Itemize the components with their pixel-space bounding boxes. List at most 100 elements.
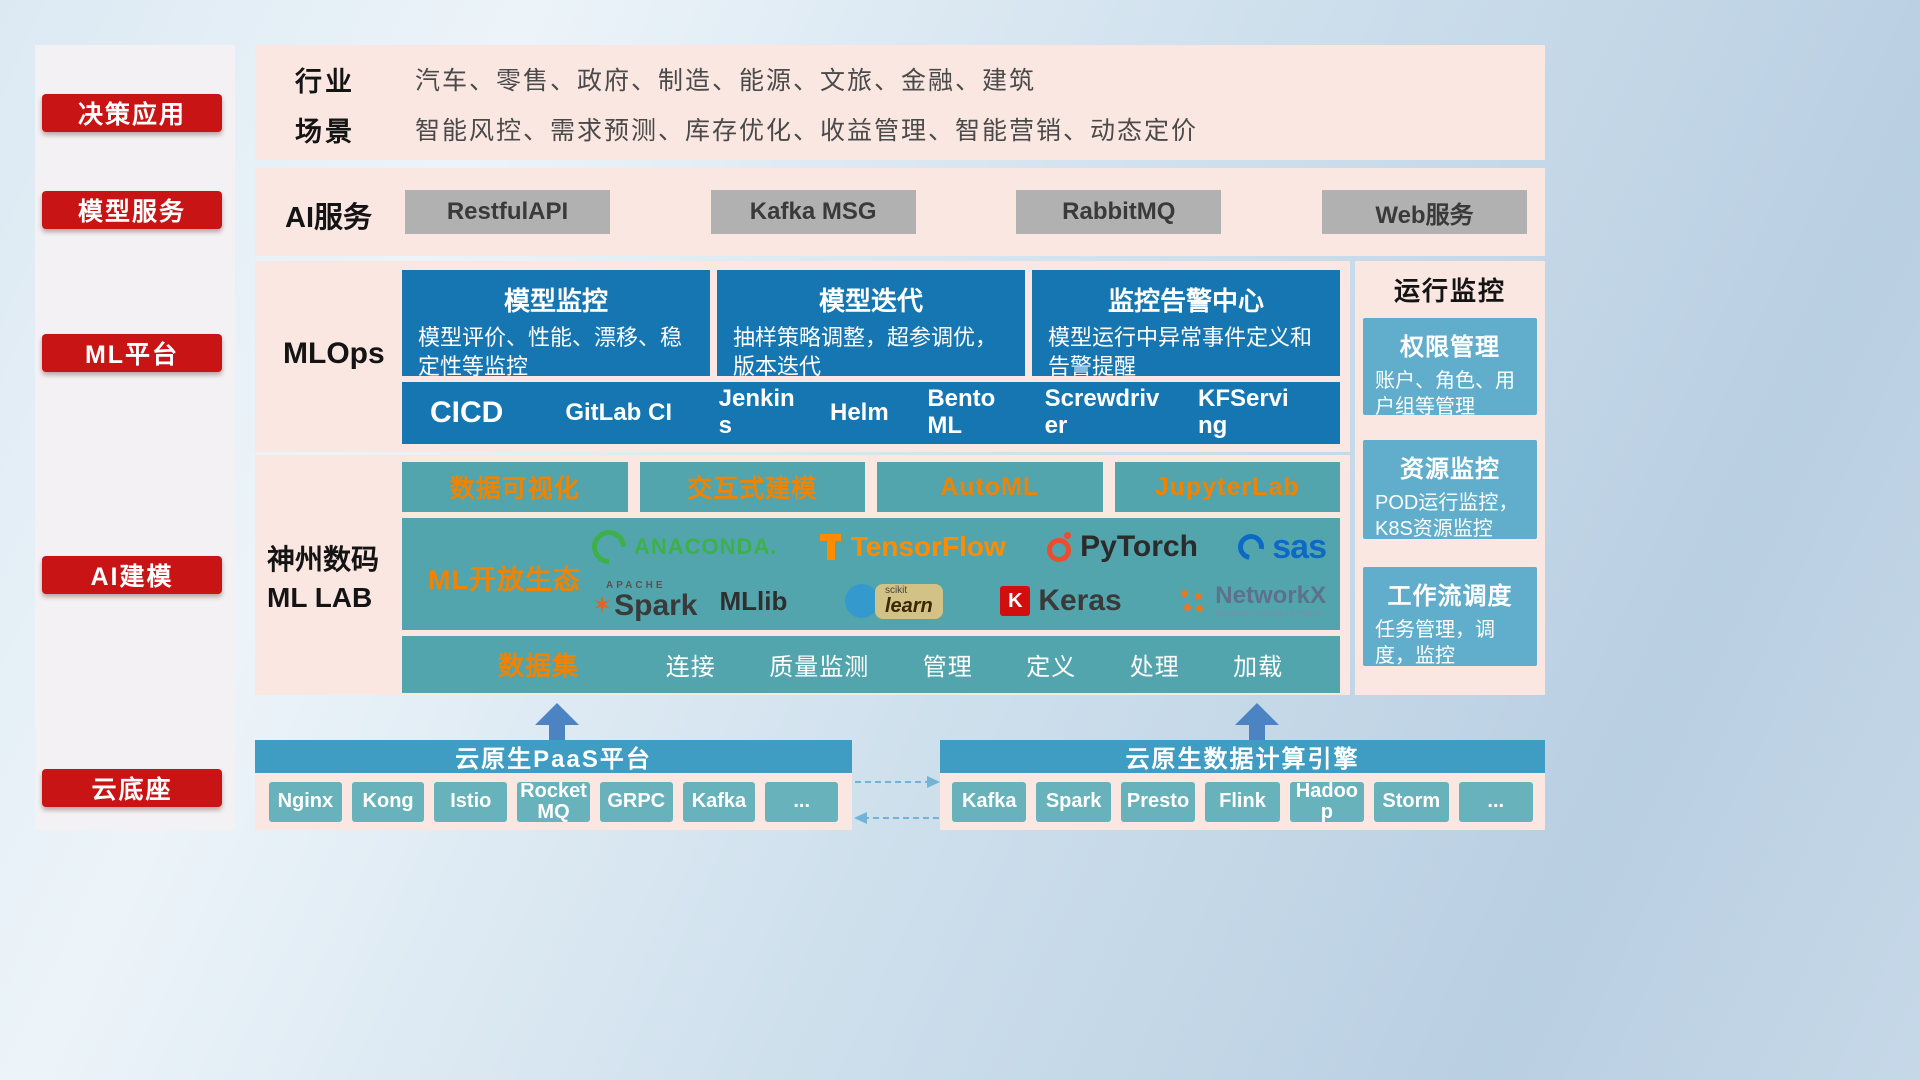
networkx-logo: NetworkX Network Analysis in Python [1179,583,1326,618]
keras-logo: K Keras [1000,584,1122,618]
ml-lab-label-line2: ML LAB [267,581,373,613]
data-visualization-button: 数据可视化 [402,462,628,512]
kong-chip: Kong [351,781,425,822]
card-title: 权限管理 [1400,334,1500,361]
industry-value: 汽车、零售、政府、制造、能源、文旅、金融、建筑 [415,67,1037,95]
card-title: 模型迭代 [818,286,923,316]
tensorflow-logo: TensorFlow [818,531,1006,563]
scenario-value: 智能风控、需求预测、库存优化、收益管理、智能营销、动态定价 [415,117,1199,145]
tensorflow-wordmark: TensorFlow [850,531,1006,562]
sidebar-item-ml-platform: ML平台 [42,334,222,372]
dataset-load: 加载 [1233,654,1284,681]
learn-label: learn [884,594,933,617]
flink-chip: Flink [1205,781,1280,822]
card-desc: POD运行监控，K8S资源监控 [1375,492,1519,540]
scenario-label: 场景 [295,116,355,147]
card-title: 模型监控 [503,286,608,316]
nginx-chip: Nginx [269,781,342,822]
industry-row: 行业 汽车、零售、政府、制造、能源、文旅、金融、建筑 [255,54,1545,104]
anaconda-icon [584,522,634,572]
storm-chip: Storm [1374,781,1449,822]
hadoop-chip: Hadoop [1289,780,1365,822]
scikit-learn-wordmark: scikit learn [874,583,943,619]
mllib-wordmark: MLlib [719,585,788,616]
rabbitmq-button: RabbitMQ [1016,190,1222,234]
tensorflow-icon [818,534,843,560]
networkx-wordmark: NetworkX [1215,582,1326,610]
scikit-learn-icon [844,584,879,618]
up-arrow-icon [535,703,579,740]
card-desc: 任务管理，调度，监控 [1375,619,1495,667]
networkx-icon [1179,587,1207,615]
dataset-bar: 数据集 连接 质量监测 管理 定义 处理 加载 [402,636,1340,693]
dataset-quality: 质量监测 [769,654,870,681]
ml-lab-label: 神州数码 ML LAB [267,541,405,617]
dataset-process: 处理 [1129,654,1180,681]
ml-lab-tools: 数据可视化 交互式建模 AutoML JupyterLab [402,462,1340,512]
kfserving-item: KFServing [1197,385,1289,439]
kafka-chip: Kafka [952,781,1027,822]
industry-label: 行业 [295,66,355,97]
scikit-learn-logo: scikit learn [844,583,943,619]
spark-wordmark: Spark [614,589,698,622]
ml-ecosystem-label: ML开放生态 [428,565,581,595]
anaconda-logo: ANACONDA. [584,522,778,572]
kafka-chip: Kafka [682,781,756,822]
jupyterlab-button: JupyterLab [1114,462,1340,512]
paas-header: 云原生PaaS平台 [255,740,852,773]
card-desc: 账户、角色、用户组等管理 [1375,370,1515,418]
helm-item: Helm [830,398,889,426]
rocketmq-chip: RocketMQ [517,780,590,822]
keras-icon: K [1000,586,1031,616]
sidebar-item-cloud-base: 云底座 [42,769,222,807]
paas-panel: Nginx Kong Istio RocketMQ GRPC Kafka ... [255,773,852,830]
keras-wordmark: Keras [1038,584,1122,617]
card-desc: 模型运行中异常事件定义和告警提醒 [1048,325,1313,379]
sas-wordmark: sas [1272,527,1327,566]
ml-lab-section: 神州数码 ML LAB 数据可视化 交互式建模 AutoML JupyterLa… [255,455,1350,695]
spark-mllib-logo: APACHE ✶ Spark MLlib [592,581,787,621]
dashed-exchange-arrows-icon [854,776,940,824]
dataset-items: 连接 质量监测 管理 定义 处理 加载 [639,647,1310,682]
web-service-button: Web服务 [1321,190,1527,234]
more-chip: ... [1458,781,1533,822]
ai-service-section: AI服务 RestfulAPI Kafka MSG RabbitMQ Web服务 [255,168,1545,256]
alert-center-card: 监控告警中心 模型运行中异常事件定义和告警提醒 [1032,270,1340,379]
runtime-monitoring-section: 运行监控 权限管理 账户、角色、用户组等管理 资源监控 POD运行监控，K8S资… [1355,261,1545,695]
ai-service-buttons: RestfulAPI Kafka MSG RabbitMQ Web服务 [405,190,1527,234]
card-title: 工作流调度 [1387,583,1513,610]
model-iteration-card: 模型迭代 抽样策略调整，超参调优，版本迭代 [717,270,1025,379]
ecosystem-row-2: APACHE ✶ Spark MLlib scikit learn [584,574,1334,628]
dataset-manage: 管理 [922,654,973,681]
model-monitor-card: 模型监控 模型评价、性能、漂移、稳定性等监控 [402,270,710,379]
ecosystem-row-1: ANACONDA. TensorFlow PyTorch sas [584,520,1334,574]
card-title: 监控告警中心 [1107,286,1264,316]
scikit-label: scikit [884,584,908,596]
cicd-label: CICD [430,396,504,429]
data-engine-panel: Kafka Spark Presto Flink Hadoop Storm ..… [940,773,1545,830]
ml-ecosystem-logos: ANACONDA. TensorFlow PyTorch sas [584,520,1334,628]
industry-section: 行业 汽车、零售、政府、制造、能源、文旅、金融、建筑 场景 智能风控、需求预测、… [255,45,1545,160]
card-desc: 模型评价、性能、漂移、稳定性等监控 [418,325,683,379]
gitlab-ci-item: GitLab CI [565,398,673,426]
anaconda-wordmark: ANACONDA. [634,534,778,559]
restful-api-button: RestfulAPI [405,190,610,234]
dataset-label: 数据集 [498,651,580,681]
ml-ecosystem-box: ML开放生态 ANACONDA. TensorFlow PyTorch [402,518,1340,630]
mlops-label: MLOps [283,337,385,370]
pytorch-wordmark: PyTorch [1080,530,1198,563]
workflow-scheduling-card: 工作流调度 任务管理，调度，监控 [1363,567,1537,667]
up-arrow-icon [1235,703,1279,740]
presto-chip: Presto [1120,781,1196,822]
bentoml-item: BentoML [927,385,996,439]
mlops-cards: 模型监控 模型评价、性能、漂移、稳定性等监控 模型迭代 抽样策略调整，超参调优，… [402,270,1340,379]
pytorch-logo: PyTorch [1046,530,1198,564]
istio-chip: Istio [434,781,508,822]
automl-button: AutoML [877,462,1103,512]
apache-label: APACHE [606,580,666,591]
more-chip: ... [765,781,839,822]
sidebar-item-ai-modeling: AI建模 [42,556,222,594]
mlops-section: MLOps 模型监控 模型评价、性能、漂移、稳定性等监控 模型迭代 抽样策略调整… [255,261,1350,452]
sas-icon [1233,528,1270,566]
